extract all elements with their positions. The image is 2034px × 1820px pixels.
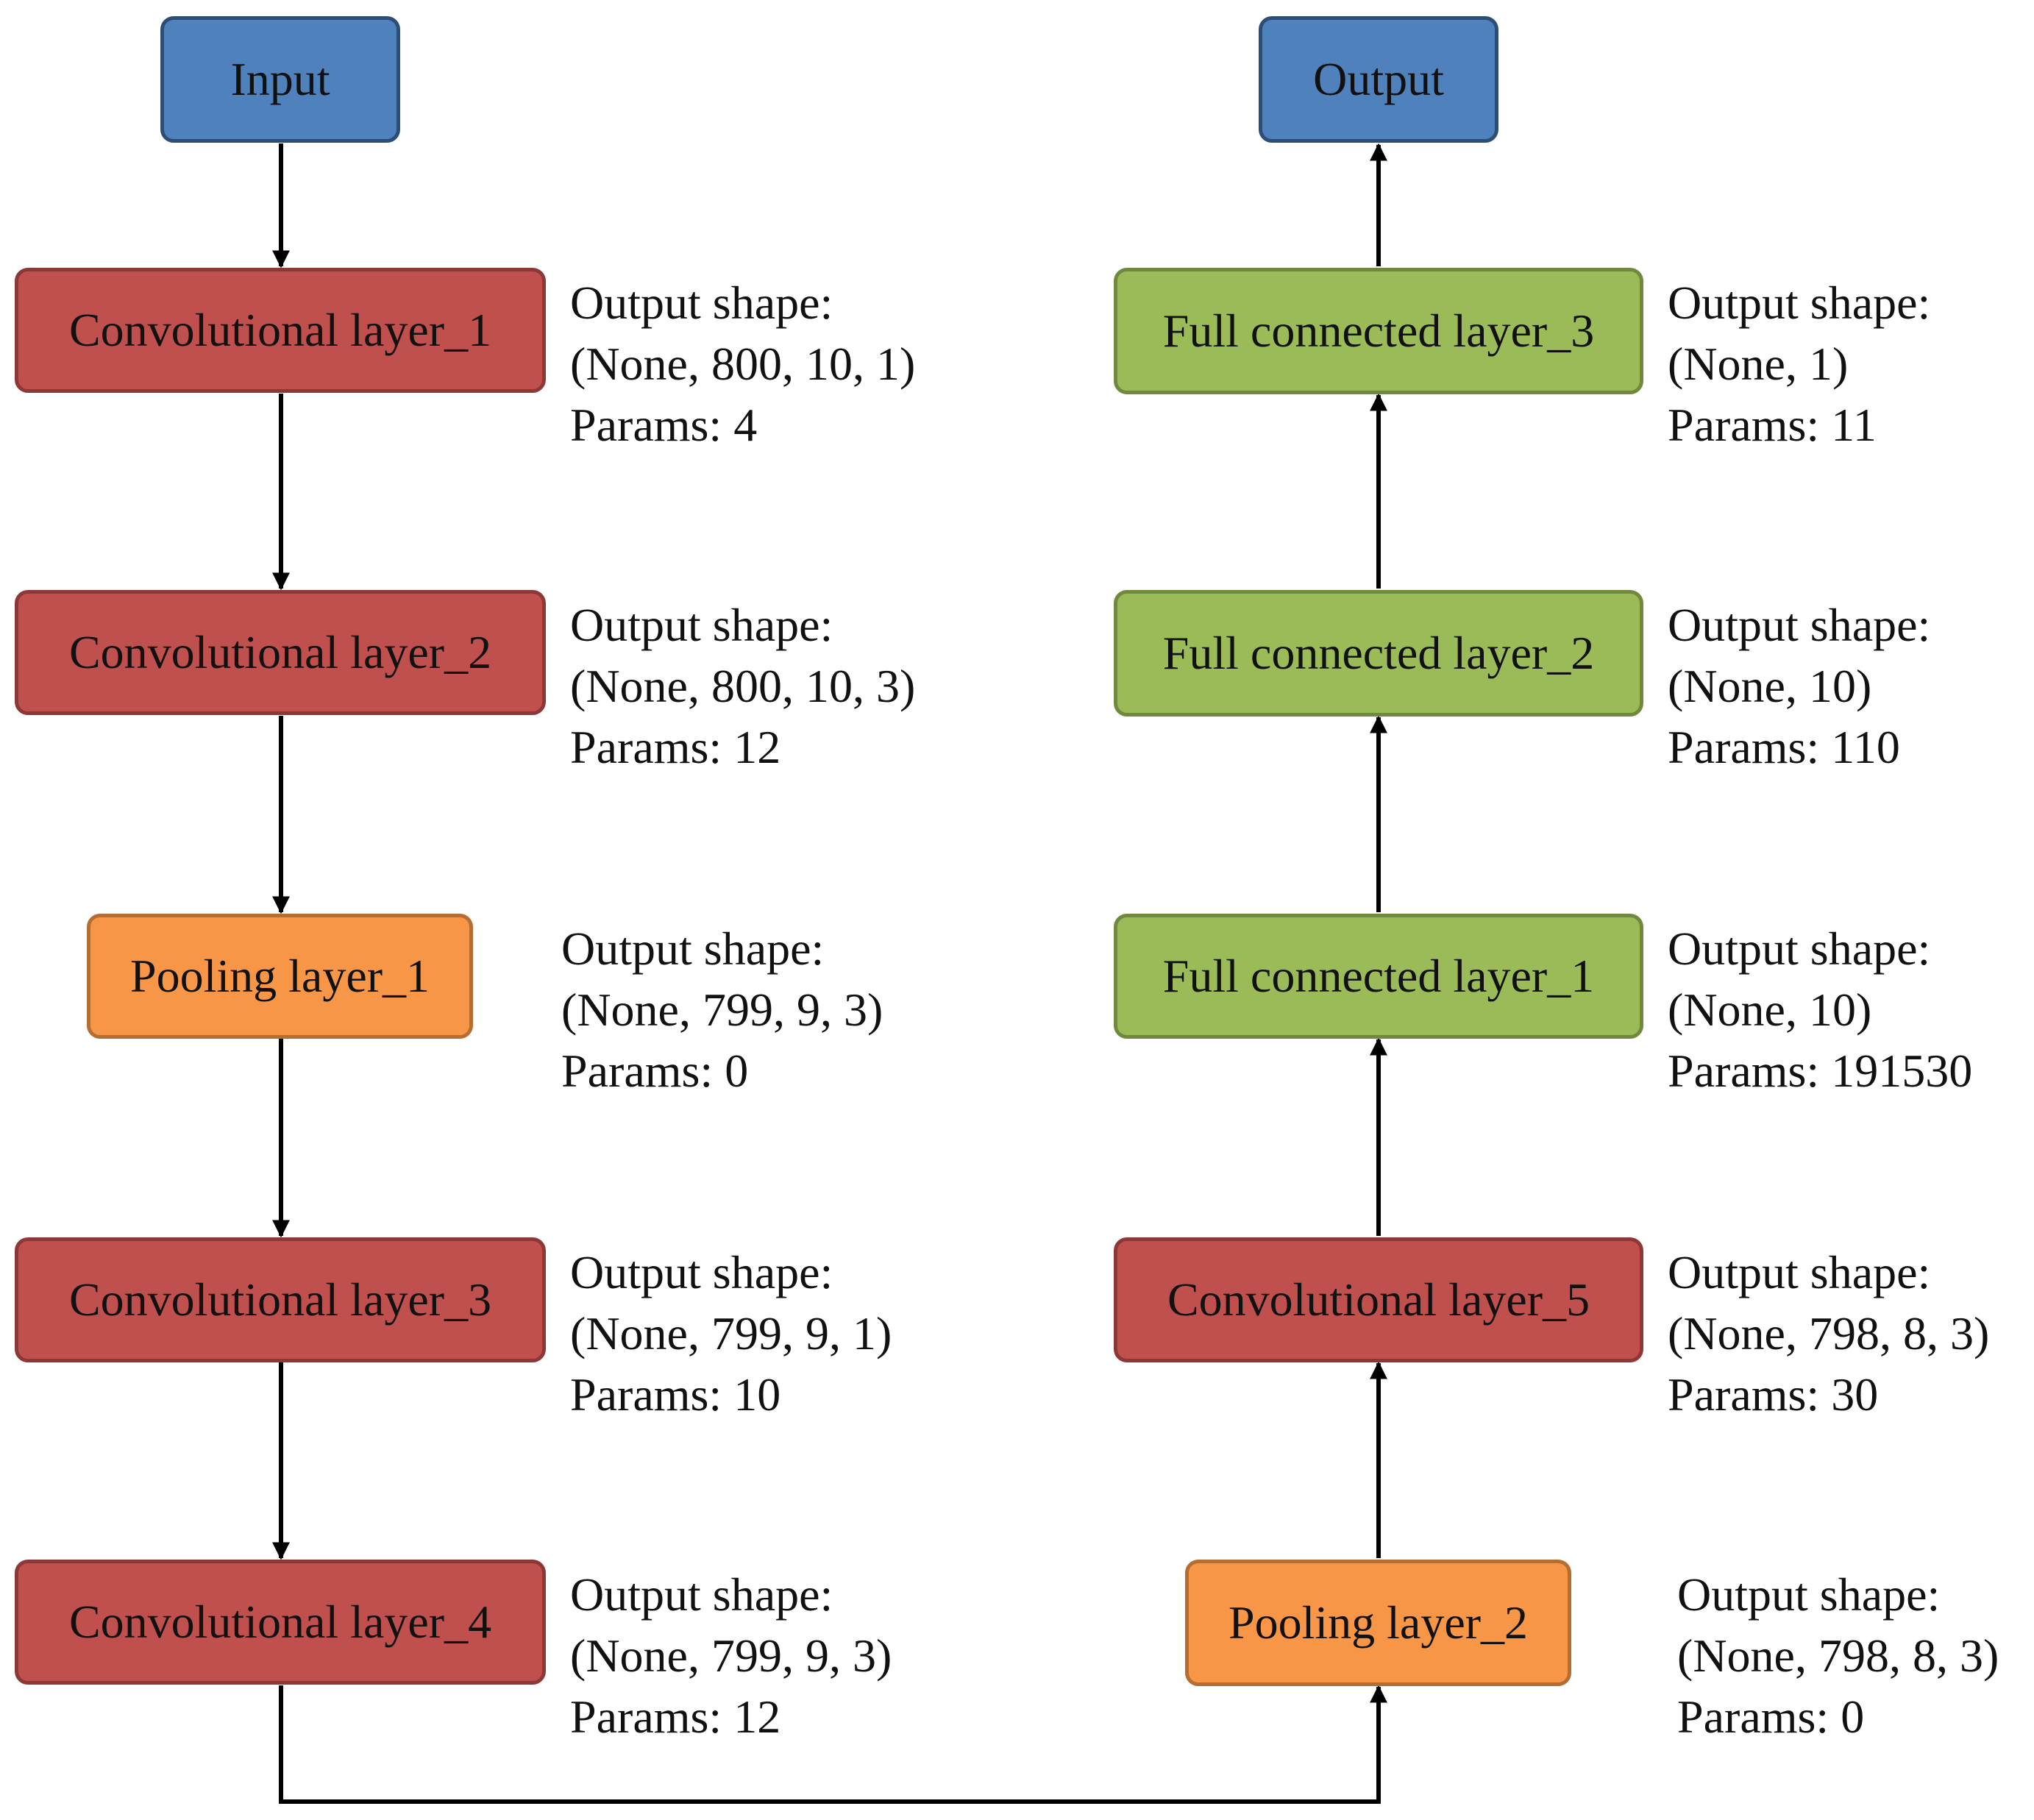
pool2-shape-label: Output shape:	[1677, 1568, 1941, 1621]
conv3-node: Convolutional layer_3	[15, 1237, 546, 1362]
input-node-label: Input	[230, 53, 330, 105]
pool2-shape: (None, 798, 8, 3)	[1677, 1629, 1999, 1682]
conv5-shape-label: Output shape:	[1668, 1246, 1931, 1298]
conv2-shape: (None, 800, 10, 3)	[570, 660, 916, 712]
pool2-node-label: Pooling layer_2	[1228, 1596, 1529, 1649]
conv1-info: Output shape: (None, 800, 10, 1) Params:…	[570, 272, 915, 455]
pool1-node: Pooling layer_1	[87, 914, 473, 1039]
conv2-info: Output shape: (None, 800, 10, 3) Params:…	[570, 594, 915, 778]
fc3-node-label: Full connected layer_3	[1162, 305, 1595, 357]
conv5-shape: (None, 798, 8, 3)	[1668, 1307, 1990, 1359]
conv2-params: Params: 12	[570, 721, 781, 773]
pool1-params: Params: 0	[561, 1045, 749, 1097]
fc2-params: Params: 110	[1668, 721, 1900, 773]
conv1-params: Params: 4	[570, 399, 758, 451]
conv2-shape-label: Output shape:	[570, 599, 833, 651]
conv4-node-label: Convolutional layer_4	[68, 1596, 492, 1648]
fc3-shape-label: Output shape:	[1668, 277, 1931, 329]
conv3-shape: (None, 799, 9, 1)	[570, 1307, 892, 1359]
conv1-shape-label: Output shape:	[570, 277, 833, 329]
fc2-shape-label: Output shape:	[1668, 599, 1931, 651]
fc3-info: Output shape: (None, 1) Params: 11	[1668, 272, 1930, 455]
conv4-params: Params: 12	[570, 1691, 781, 1743]
output-node: Output	[1259, 16, 1498, 143]
edge-conv4-to-pool2	[279, 1685, 1387, 1804]
conv5-info: Output shape: (None, 798, 8, 3) Params: …	[1668, 1242, 1989, 1425]
pool2-info: Output shape: (None, 798, 8, 3) Params: …	[1677, 1564, 1999, 1747]
output-node-label: Output	[1313, 53, 1444, 105]
fc2-info: Output shape: (None, 10) Params: 110	[1668, 594, 1930, 778]
conv3-params: Params: 10	[570, 1368, 781, 1421]
conv5-node-label: Convolutional layer_5	[1167, 1273, 1590, 1326]
pool1-shape: (None, 799, 9, 3)	[561, 984, 883, 1036]
fc1-info: Output shape: (None, 10) Params: 191530	[1668, 918, 1972, 1101]
conv3-shape-label: Output shape:	[570, 1246, 833, 1298]
fc3-node: Full connected layer_3	[1114, 268, 1643, 394]
fc2-node: Full connected layer_2	[1114, 590, 1643, 717]
input-node: Input	[160, 16, 400, 143]
pool1-shape-label: Output shape:	[561, 923, 825, 975]
conv5-params: Params: 30	[1668, 1368, 1879, 1421]
fc1-node-label: Full connected layer_1	[1162, 950, 1595, 1002]
conv2-node: Convolutional layer_2	[15, 590, 546, 715]
conv1-shape: (None, 800, 10, 1)	[570, 338, 916, 390]
conv2-node-label: Convolutional layer_2	[68, 626, 492, 678]
fc2-shape: (None, 10)	[1668, 660, 1872, 712]
conv4-node: Convolutional layer_4	[15, 1560, 546, 1685]
conv4-shape-label: Output shape:	[570, 1568, 833, 1621]
fc1-params: Params: 191530	[1668, 1045, 1973, 1097]
fc3-shape: (None, 1)	[1668, 338, 1849, 390]
fc1-node: Full connected layer_1	[1114, 914, 1643, 1039]
conv3-info: Output shape: (None, 799, 9, 1) Params: …	[570, 1242, 892, 1425]
conv1-node: Convolutional layer_1	[15, 268, 546, 393]
conv4-info: Output shape: (None, 799, 9, 3) Params: …	[570, 1564, 892, 1747]
fc1-shape-label: Output shape:	[1668, 923, 1931, 975]
conv5-node: Convolutional layer_5	[1114, 1237, 1643, 1362]
pool1-info: Output shape: (None, 799, 9, 3) Params: …	[561, 918, 883, 1101]
conv1-node-label: Convolutional layer_1	[68, 304, 492, 356]
fc1-shape: (None, 10)	[1668, 984, 1872, 1036]
pool2-params: Params: 0	[1677, 1691, 1865, 1743]
conv3-node-label: Convolutional layer_3	[68, 1273, 492, 1326]
fc3-params: Params: 11	[1668, 399, 1877, 451]
conv4-shape: (None, 799, 9, 3)	[570, 1629, 892, 1682]
pool1-node-label: Pooling layer_1	[129, 950, 430, 1002]
pool2-node: Pooling layer_2	[1185, 1560, 1571, 1686]
fc2-node-label: Full connected layer_2	[1162, 627, 1595, 679]
